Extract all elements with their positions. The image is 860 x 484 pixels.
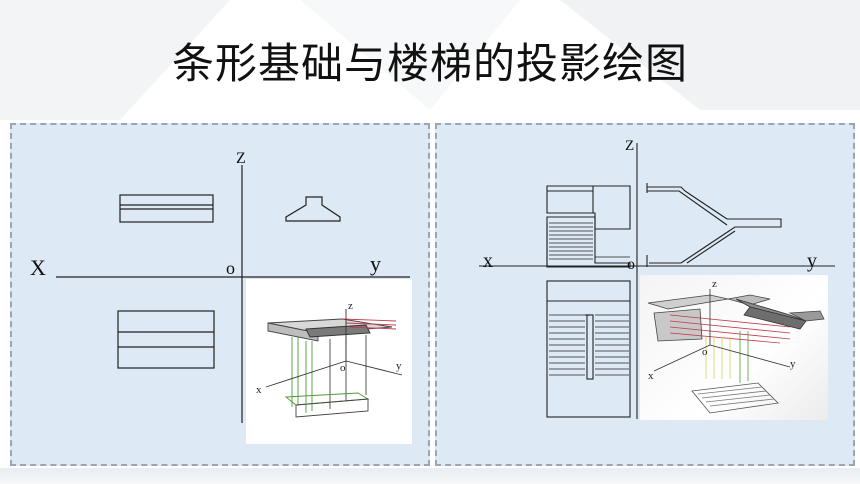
top-view-rect xyxy=(546,280,631,418)
z-axis-label: Z xyxy=(625,138,635,154)
stair-drawing xyxy=(479,143,835,419)
inset-z-label: z xyxy=(348,300,353,312)
y-axis-label: y xyxy=(370,251,381,276)
strip-foundation-panel: X y Z o xyxy=(10,123,430,466)
inset-z-label: z xyxy=(712,278,717,290)
bottom-rule xyxy=(0,468,860,484)
origin-label: o xyxy=(226,258,235,278)
inset-x-label: x xyxy=(648,370,654,382)
strip-foundation-3d-inset: z x y o xyxy=(246,279,412,444)
strip-foundation-drawing xyxy=(56,165,410,423)
inset-x-label: x xyxy=(256,384,262,396)
strip-foundation-3d-model xyxy=(265,309,403,418)
inset-y-label: y xyxy=(790,358,796,370)
z-axis-label: Z xyxy=(236,150,246,167)
panel-dashed-frame xyxy=(435,123,855,466)
inset-y-label: y xyxy=(396,360,402,372)
x-axis-label: X xyxy=(30,255,46,280)
origin-label: o xyxy=(627,256,635,273)
x-axis-label: x xyxy=(483,250,493,272)
slide-title: 条形基础与楼梯的投影绘图 xyxy=(171,39,688,88)
top-view-rect xyxy=(117,310,215,369)
inset-origin-label: o xyxy=(702,346,708,358)
side-view-profile xyxy=(285,196,341,222)
inset-origin-label: o xyxy=(340,362,346,374)
stair-3d-model xyxy=(647,289,825,414)
side-view-stair-profile xyxy=(647,186,782,264)
stair-panel: x y Z o xyxy=(435,123,855,466)
panel-dashed-frame xyxy=(10,123,430,466)
front-view-outline xyxy=(546,185,631,230)
stair-3d-inset: z x y o xyxy=(640,275,828,420)
y-axis-label: y xyxy=(807,250,817,272)
